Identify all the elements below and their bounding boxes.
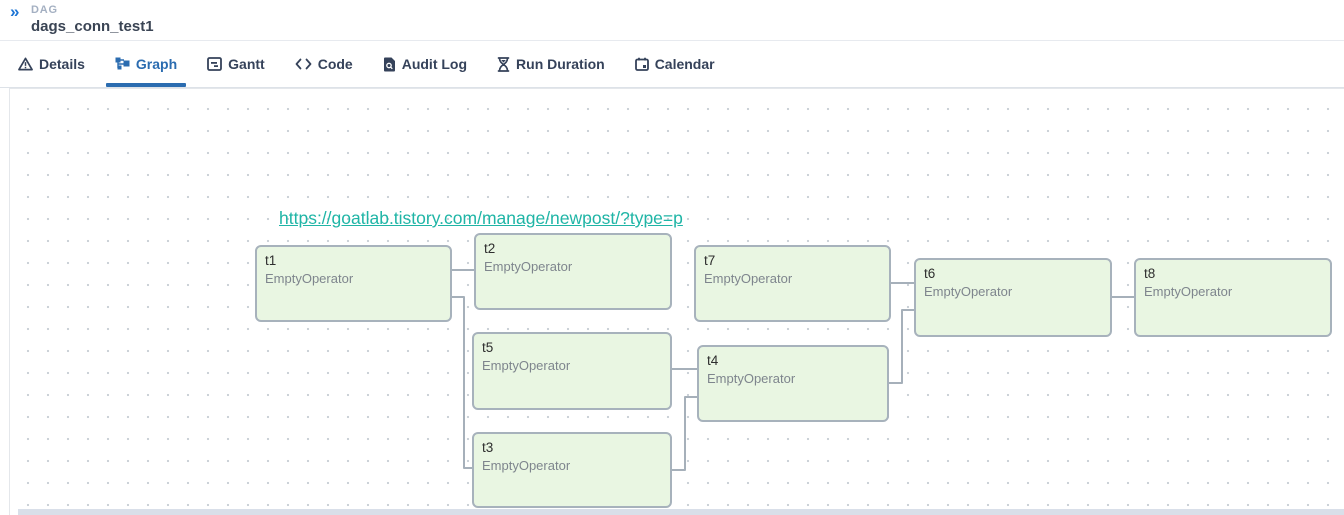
task-operator: EmptyOperator — [484, 259, 573, 274]
tab-label: Calendar — [654, 56, 715, 72]
task-operator: EmptyOperator — [924, 284, 1013, 299]
task-node-t5[interactable]: t5 EmptyOperator — [472, 332, 672, 410]
task-operator: EmptyOperator — [1144, 284, 1233, 299]
task-node-t1[interactable]: t1 EmptyOperator — [255, 245, 452, 322]
task-operator: EmptyOperator — [704, 271, 793, 286]
task-operator: EmptyOperator — [707, 371, 796, 386]
tab-audit-log[interactable]: Audit Log — [381, 41, 469, 87]
edge-t3-t4 — [672, 396, 697, 471]
task-node-t7[interactable]: t7 EmptyOperator — [694, 245, 891, 322]
task-id: t1 — [265, 253, 277, 268]
tab-calendar[interactable]: Calendar — [633, 41, 717, 87]
task-id: t7 — [704, 253, 716, 268]
audit-log-icon — [383, 57, 396, 72]
hourglass-icon — [497, 56, 510, 72]
task-id: t6 — [924, 266, 936, 281]
dag-graph-canvas[interactable]: https://goatlab.tistory.com/manage/newpo… — [0, 88, 1344, 515]
task-node-t6[interactable]: t6 EmptyOperator — [914, 258, 1112, 337]
task-id: t5 — [482, 340, 494, 355]
tab-details[interactable]: Details — [16, 41, 87, 87]
tab-label: Audit Log — [401, 56, 468, 72]
tab-graph[interactable]: Graph — [105, 41, 187, 87]
dag-header: » DAG dags_conn_test1 — [0, 0, 1344, 41]
gantt-chart-icon — [207, 57, 223, 71]
edge-t1-t3 — [452, 296, 472, 469]
task-node-t8[interactable]: t8 EmptyOperator — [1134, 258, 1332, 337]
dag-edges — [452, 269, 1134, 471]
code-brackets-icon — [295, 58, 312, 70]
tab-label: Code — [317, 56, 353, 72]
task-id: t2 — [484, 241, 496, 256]
page-title: dags_conn_test1 — [31, 18, 154, 35]
graph-nodes-icon — [115, 57, 130, 71]
tab-label: Gantt — [228, 56, 265, 72]
horizontal-scrollbar[interactable] — [18, 509, 1344, 515]
collapse-panel-icon[interactable]: » — [10, 2, 20, 21]
breadcrumb: DAG — [31, 4, 58, 16]
task-id: t3 — [482, 440, 494, 455]
edge-t4-t6 — [889, 309, 914, 384]
dag-tabbar: Details Graph Gantt — [0, 41, 1344, 88]
task-node-t2[interactable]: t2 EmptyOperator — [474, 233, 672, 310]
task-id: t8 — [1144, 266, 1156, 281]
task-id: t4 — [707, 353, 719, 368]
tab-label: Graph — [135, 56, 178, 72]
watermark-url: https://goatlab.tistory.com/manage/newpo… — [279, 208, 683, 228]
tab-gantt[interactable]: Gantt — [205, 41, 267, 87]
warning-triangle-icon — [18, 57, 33, 71]
task-operator: EmptyOperator — [482, 458, 571, 473]
tab-label: Details — [39, 56, 85, 72]
task-node-t4[interactable]: t4 EmptyOperator — [697, 345, 889, 422]
task-operator: EmptyOperator — [482, 358, 571, 373]
tab-code[interactable]: Code — [293, 41, 355, 87]
tab-label: Run Duration — [516, 56, 605, 72]
task-operator: EmptyOperator — [265, 271, 354, 286]
tab-run-duration[interactable]: Run Duration — [495, 41, 607, 87]
task-node-t3[interactable]: t3 EmptyOperator — [472, 432, 672, 508]
calendar-icon — [634, 57, 649, 71]
